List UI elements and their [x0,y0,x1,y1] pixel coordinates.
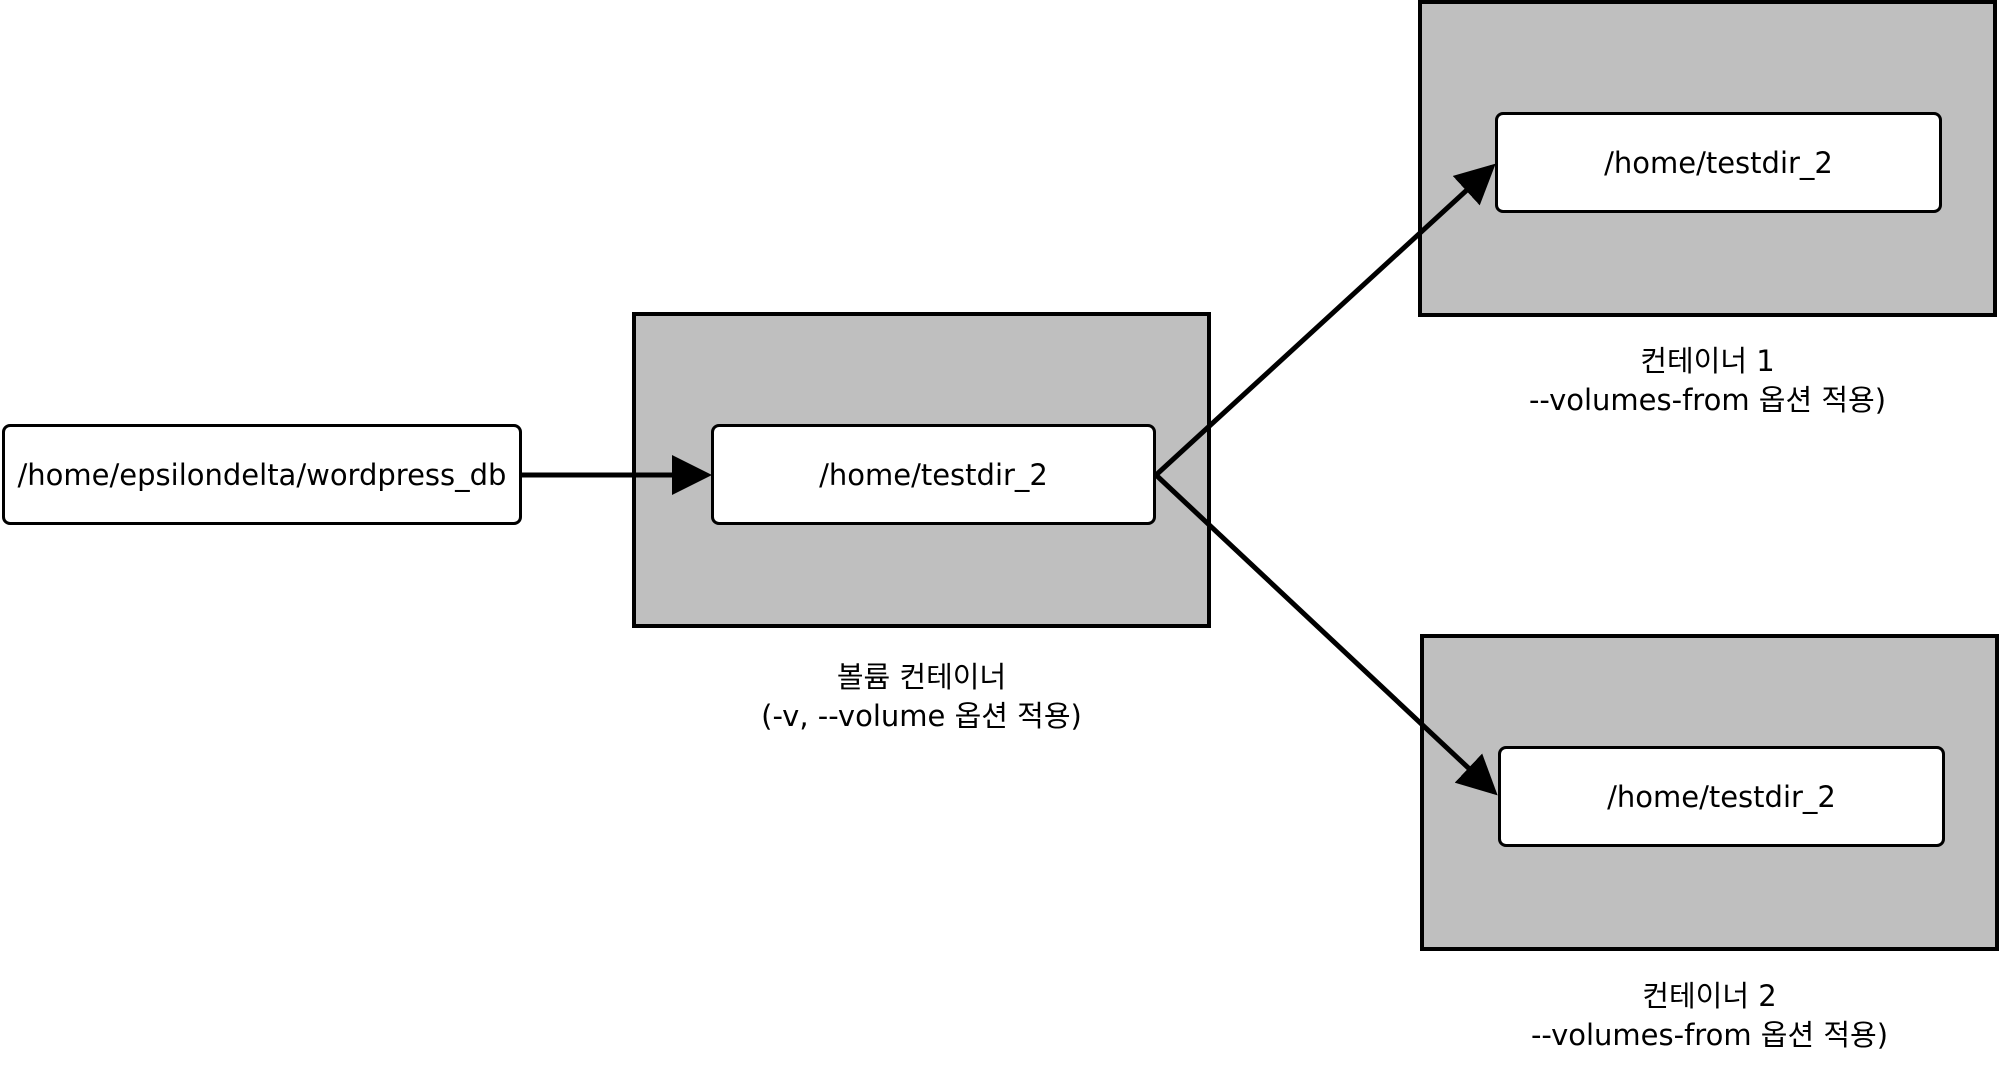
container-1-path-box: /home/testdir_2 [1495,112,1942,213]
container-2-caption-title: 컨테이너 2 [1642,979,1777,1013]
volume-container-path-box: /home/testdir_2 [711,424,1156,525]
container-1-caption-option: --volumes-from 옵션 적용) [1528,383,1887,417]
container-1-caption: 컨테이너 1 --volumes-from 옵션 적용) [1418,342,1997,420]
source-path-label: /home/epsilondelta/wordpress_db [17,457,507,492]
container-2-path-label: /home/testdir_2 [1607,779,1836,814]
container-2-path-box: /home/testdir_2 [1498,746,1945,847]
volume-container-caption-option: (-v, --volume 옵션 적용) [761,699,1082,733]
container-2-caption-option: --volumes-from 옵션 적용) [1530,1018,1889,1052]
volume-container-path-label: /home/testdir_2 [819,457,1048,492]
container-1-path-label: /home/testdir_2 [1604,145,1833,180]
container-1-caption-title: 컨테이너 1 [1640,344,1775,378]
container-2-caption: 컨테이너 2 --volumes-from 옵션 적용) [1420,977,1999,1055]
volume-container-caption-title: 볼륨 컨테이너 [836,660,1007,694]
volume-container-caption: 볼륨 컨테이너 (-v, --volume 옵션 적용) [632,658,1211,736]
source-path-box: /home/epsilondelta/wordpress_db [2,424,522,525]
